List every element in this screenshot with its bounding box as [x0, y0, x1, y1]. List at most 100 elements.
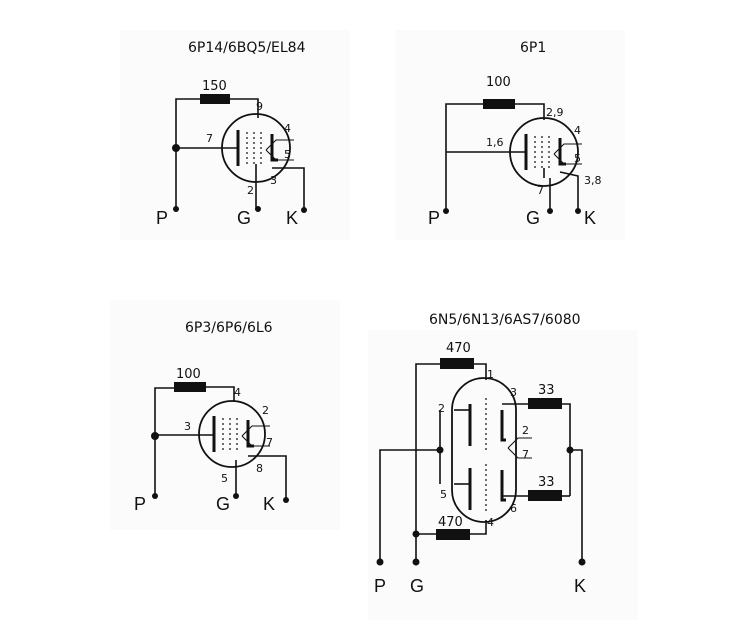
- pin-label-grid2: 2: [262, 404, 269, 417]
- resistor: [200, 94, 230, 104]
- resistor-top-right: [528, 398, 562, 409]
- junction: [172, 144, 180, 152]
- diagram-6p1: 6P1 100 2,9 1,6 4 5 3,8 7 P G K: [428, 40, 602, 228]
- pin-label-p2: 2: [438, 402, 445, 415]
- terminal-g: [547, 208, 553, 214]
- pin-label-p4: 4: [487, 516, 494, 529]
- pin-label-cathode: 3: [270, 174, 277, 187]
- resistor-bottom-left: [436, 529, 470, 540]
- junction: [566, 446, 574, 454]
- pin-label-anode: 2,9: [546, 106, 564, 119]
- panel-6p14: [120, 30, 350, 240]
- pin-label-grid3: 7: [266, 436, 273, 449]
- pin-label-p1: 1: [487, 368, 494, 381]
- terminal-label-p: P: [374, 576, 386, 596]
- resistor-bottom-right: [528, 490, 562, 501]
- resistor-value: 150: [202, 79, 227, 94]
- pin-label-grid3: 5: [284, 148, 291, 161]
- resistor-value-bottom-right: 33: [538, 475, 555, 490]
- terminal-k: [578, 558, 586, 566]
- terminal-label-g: G: [526, 208, 540, 228]
- panel-6p1: [395, 30, 625, 240]
- wire: [515, 103, 545, 120]
- terminal-label-p: P: [428, 208, 440, 228]
- terminal-p: [173, 206, 179, 212]
- pin-label-heater: 1,6: [486, 136, 504, 149]
- resistor: [483, 99, 515, 109]
- resistor-value: 100: [176, 367, 201, 382]
- pin-label-h2: 2: [522, 424, 529, 437]
- pin-label-heater: 7: [206, 132, 213, 145]
- terminal-label-g: G: [237, 208, 251, 228]
- wire: [230, 98, 259, 118]
- pin-label-h7: 7: [522, 448, 529, 461]
- wire: [445, 103, 483, 152]
- pin-label-p3: 3: [510, 386, 517, 399]
- terminal-label-k: K: [584, 208, 596, 228]
- resistor-value-top-left: 470: [446, 341, 471, 356]
- pin-label-anode: 4: [234, 386, 241, 399]
- junction: [436, 446, 444, 454]
- terminal-k: [575, 208, 581, 214]
- terminal-label-k: K: [574, 576, 586, 596]
- pin-label-heater: 3: [184, 420, 191, 433]
- diagram-title: 6P1: [520, 40, 546, 56]
- pin-label-grid1: 2: [247, 184, 254, 197]
- terminal-label-g: G: [216, 494, 230, 514]
- pin-label-p6: 6: [510, 502, 517, 515]
- pin-label-grid3: 5: [574, 152, 581, 165]
- terminal-label-k: K: [263, 494, 275, 514]
- pin-label-grid2: 4: [574, 124, 581, 137]
- wire: [272, 167, 305, 210]
- wire: [206, 386, 235, 402]
- terminal-p: [443, 208, 449, 214]
- cathode-top: [500, 410, 506, 442]
- pin-label-grid2: 4: [284, 122, 291, 135]
- heater-lead: [507, 447, 532, 459]
- wire: [154, 387, 174, 436]
- terminal-label-k: K: [286, 208, 298, 228]
- diagram-title: 6P3/6P6/6L6: [185, 320, 273, 336]
- terminal-g: [255, 206, 261, 212]
- resistor-value-top-right: 33: [538, 383, 555, 398]
- pin-label-cathode: 3,8: [584, 174, 602, 187]
- tube-envelope: [451, 377, 517, 523]
- diagram-title: 6P14/6BQ5/EL84: [188, 40, 306, 56]
- wire: [379, 449, 440, 560]
- terminal-label-g: G: [410, 576, 424, 596]
- diagram-6n5: 6N5/6N13/6AS7/6080 2 5 2 7 470 1 470 4: [374, 312, 586, 596]
- pin-label-grid1: 7: [537, 184, 544, 197]
- wire: [474, 363, 487, 380]
- grid3-lead: [553, 153, 582, 165]
- resistor-value: 100: [486, 75, 511, 90]
- terminal-g: [412, 558, 420, 566]
- wire: [415, 363, 440, 562]
- terminal-label-p: P: [134, 494, 146, 514]
- wire: [570, 449, 583, 560]
- junction: [151, 432, 159, 440]
- grid3-lead: [241, 435, 270, 447]
- wire: [470, 520, 487, 535]
- terminal-k: [301, 207, 307, 213]
- grid2-lead: [553, 143, 582, 155]
- terminal-p: [152, 493, 158, 499]
- terminal-k: [283, 497, 289, 503]
- wire: [175, 98, 200, 147]
- pin-label-anode: 9: [256, 100, 263, 113]
- diagram-6p3: 6P3/6P6/6L6 100 4 3 2 7 8 5 P G K: [134, 320, 289, 514]
- cathode-bottom: [500, 470, 506, 502]
- diagram-title: 6N5/6N13/6AS7/6080: [429, 312, 581, 328]
- grid2-lead: [265, 139, 294, 151]
- junction: [412, 530, 420, 538]
- heater-lead: [507, 437, 532, 449]
- grid3-lead: [265, 149, 294, 161]
- resistor: [174, 382, 206, 392]
- pin-label-cathode: 8: [256, 462, 263, 475]
- wire: [562, 403, 571, 496]
- terminal-g: [233, 493, 239, 499]
- wire: [559, 171, 579, 210]
- resistor-top-left: [440, 358, 474, 369]
- tube-envelope: [198, 400, 266, 468]
- resistor-value-bottom-left: 470: [438, 515, 463, 530]
